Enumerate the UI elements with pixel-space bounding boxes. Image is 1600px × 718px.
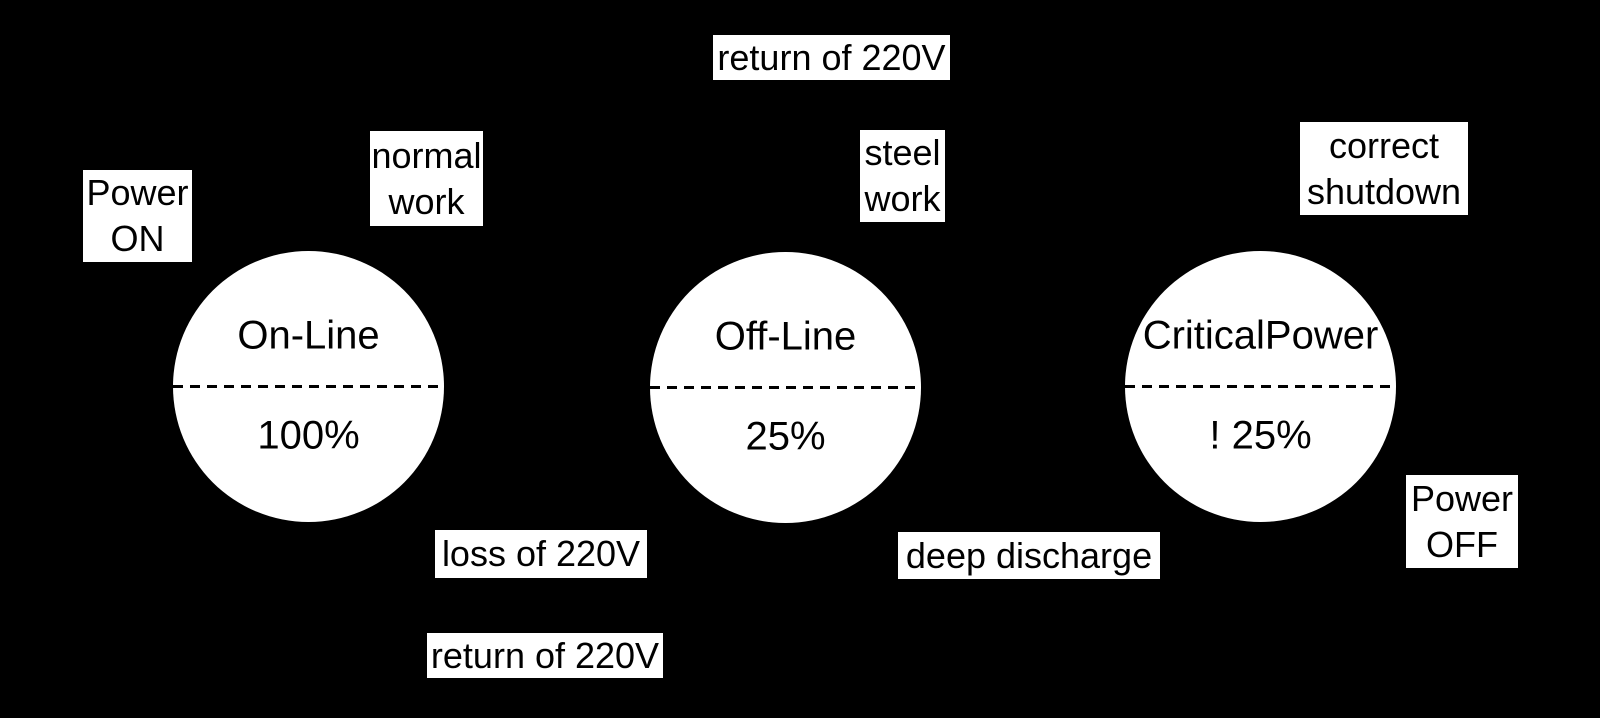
edge-label-normal-work: normal work xyxy=(370,131,483,226)
state-online: On-Line 100% xyxy=(173,251,444,522)
state-online-name: On-Line xyxy=(237,313,380,358)
edge-label-text: loss of 220V xyxy=(441,533,641,574)
edge-label-text: Power xyxy=(1410,477,1514,519)
edge-label-text: return of 220V xyxy=(717,36,946,78)
state-criticalpower: CriticalPower ! 25% xyxy=(1125,251,1396,522)
state-criticalpower-name: CriticalPower xyxy=(1142,313,1379,358)
edge-label-text: deep discharge xyxy=(905,534,1153,576)
edge-label-return-of-220v-top: return of 220V xyxy=(713,35,950,80)
edge-label-text: shutdown xyxy=(1306,170,1462,212)
edge-label-steel-work: steel work xyxy=(860,130,945,222)
edge-label-text: work xyxy=(864,178,941,219)
edge-label-correct-shutdown: correct shutdown xyxy=(1300,122,1468,215)
edge-label-text: steel xyxy=(864,132,941,173)
edge-label-text: return of 220V xyxy=(430,634,660,676)
state-offline-value: 25% xyxy=(745,414,826,459)
edge-label-text: correct xyxy=(1328,124,1440,166)
edge-label-return-of-220v-bottom: return of 220V xyxy=(427,633,663,678)
state-criticalpower-divider xyxy=(1125,385,1396,388)
edge-label-text: normal xyxy=(371,134,482,176)
state-offline-divider xyxy=(650,386,921,389)
state-offline: Off-Line 25% xyxy=(650,252,921,523)
edge-label-text: work xyxy=(388,180,465,222)
edge-label-power-off: Power OFF xyxy=(1406,475,1518,568)
state-criticalpower-value: ! 25% xyxy=(1209,413,1312,458)
edge-label-text: Power xyxy=(86,172,189,213)
state-online-divider xyxy=(173,385,444,388)
state-offline-name: Off-Line xyxy=(714,314,857,359)
edge-label-text: ON xyxy=(110,218,165,259)
edge-label-loss-of-220v: loss of 220V xyxy=(435,530,647,578)
edge-label-power-on: Power ON xyxy=(83,170,192,262)
state-online-value: 100% xyxy=(257,413,360,458)
edge-label-deep-discharge: deep discharge xyxy=(898,532,1160,579)
edge-label-text: OFF xyxy=(1426,523,1498,565)
